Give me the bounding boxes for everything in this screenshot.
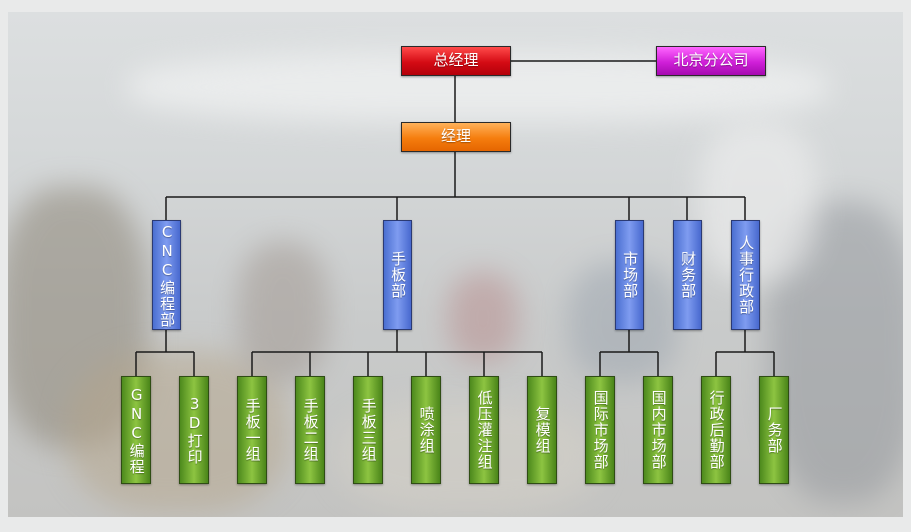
group-factory-affairs: 厂务部 — [759, 376, 789, 484]
manager-box: 经理 — [401, 122, 511, 152]
bg-shape — [448, 272, 518, 362]
bg-shape — [238, 242, 328, 382]
group-shouban-2: 手板二组 — [295, 376, 325, 484]
dept-hr: 人事行政部 — [731, 220, 760, 330]
group-cnc-programming: GNC编程 — [121, 376, 151, 484]
dept-market: 市场部 — [615, 220, 644, 330]
dept-cnc: CNC编程部 — [152, 220, 181, 330]
group-shouban-3: 手板三组 — [353, 376, 383, 484]
group-domestic-market: 国内市场部 — [643, 376, 673, 484]
group-3d-printing: 3D打印 — [179, 376, 209, 484]
dept-finance: 财务部 — [673, 220, 702, 330]
general-manager-box: 总经理 — [401, 46, 511, 76]
dept-shouban: 手板部 — [383, 220, 412, 330]
group-logistics: 行政后勤部 — [701, 376, 731, 484]
group-remold: 复模组 — [527, 376, 557, 484]
group-intl-market: 国际市场部 — [585, 376, 615, 484]
group-spray: 喷涂组 — [411, 376, 441, 484]
beijing-branch-box: 北京分公司 — [656, 46, 766, 76]
group-shouban-1: 手板一组 — [237, 376, 267, 484]
group-low-pressure: 低压灌注组 — [469, 376, 499, 484]
